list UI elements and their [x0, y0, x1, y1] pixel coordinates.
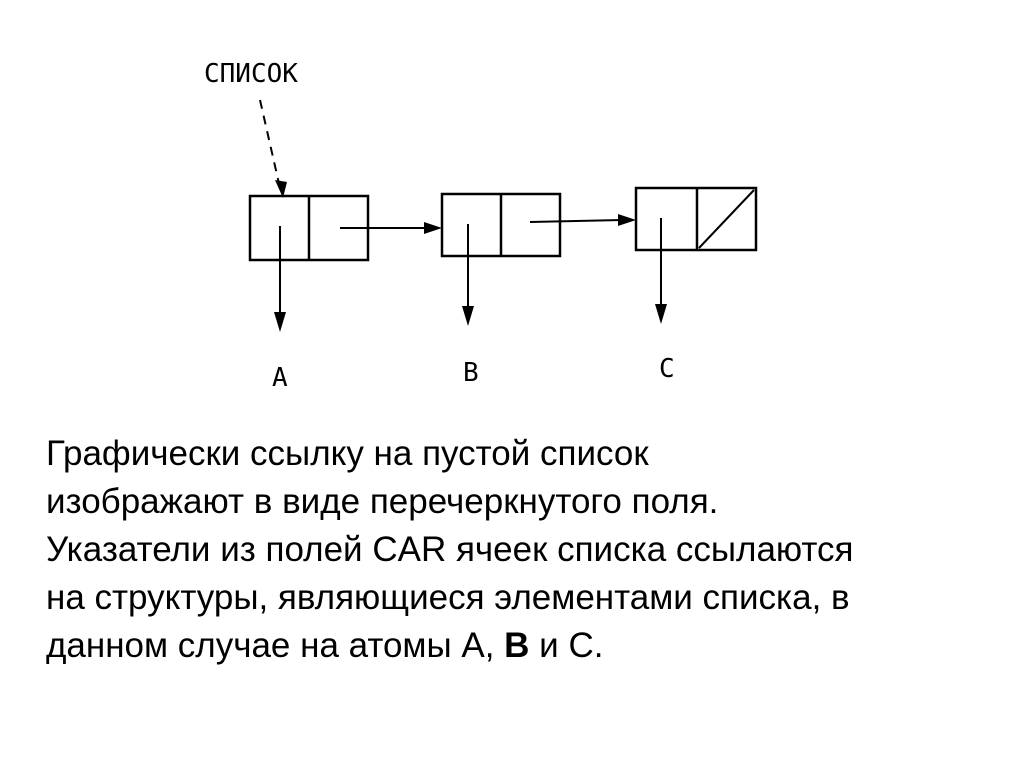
explanation-line-1: Графически ссылку на пустой список [46, 434, 649, 473]
cons-cell-3 [634, 186, 758, 252]
explanation-line-5-end: С. [568, 626, 604, 665]
head-pointer-dashed-arrow [259, 99, 281, 189]
explanation-line-5-middle: и [529, 626, 569, 665]
car-pointer-1-arrowhead [274, 312, 286, 332]
empty-list-cross-line [698, 189, 755, 249]
cdr-pointer-2-to-3-arrowhead [618, 214, 636, 226]
car-pointer-3-arrowhead [655, 304, 667, 324]
explanation-line-2: изображают в виде перечеркнутого поля. [46, 482, 719, 521]
atom-label-c: C [659, 354, 675, 384]
atom-label-b: B [463, 358, 479, 388]
list-head-label: СПИСОК [204, 59, 298, 89]
cdr-pointer-1-to-2-arrowhead [424, 222, 442, 234]
explanation-line-5-start: данном случае на атомы А, [46, 626, 505, 665]
explanation-line-5: данном случае на атомы А, В и С. [46, 622, 1006, 670]
explanation-line-3: Указатели из полей CAR ячеек списка ссыл… [46, 530, 854, 569]
car-pointer-2-arrowhead [462, 306, 474, 326]
cons-cell-2 [440, 192, 562, 258]
explanation-line-4: на структуры, являющиеся элементами спис… [46, 578, 850, 617]
head-pointer-arrowhead [275, 180, 287, 198]
cdr-pointer-2-to-3 [529, 219, 623, 223]
explanation-atom-b-bold: В [504, 626, 530, 665]
explanation-paragraph: Графически ссылку на пустой список изобр… [46, 430, 1006, 670]
linked-list-diagram: СПИСОК A B C [204, 59, 758, 393]
atom-label-a: A [272, 363, 288, 393]
